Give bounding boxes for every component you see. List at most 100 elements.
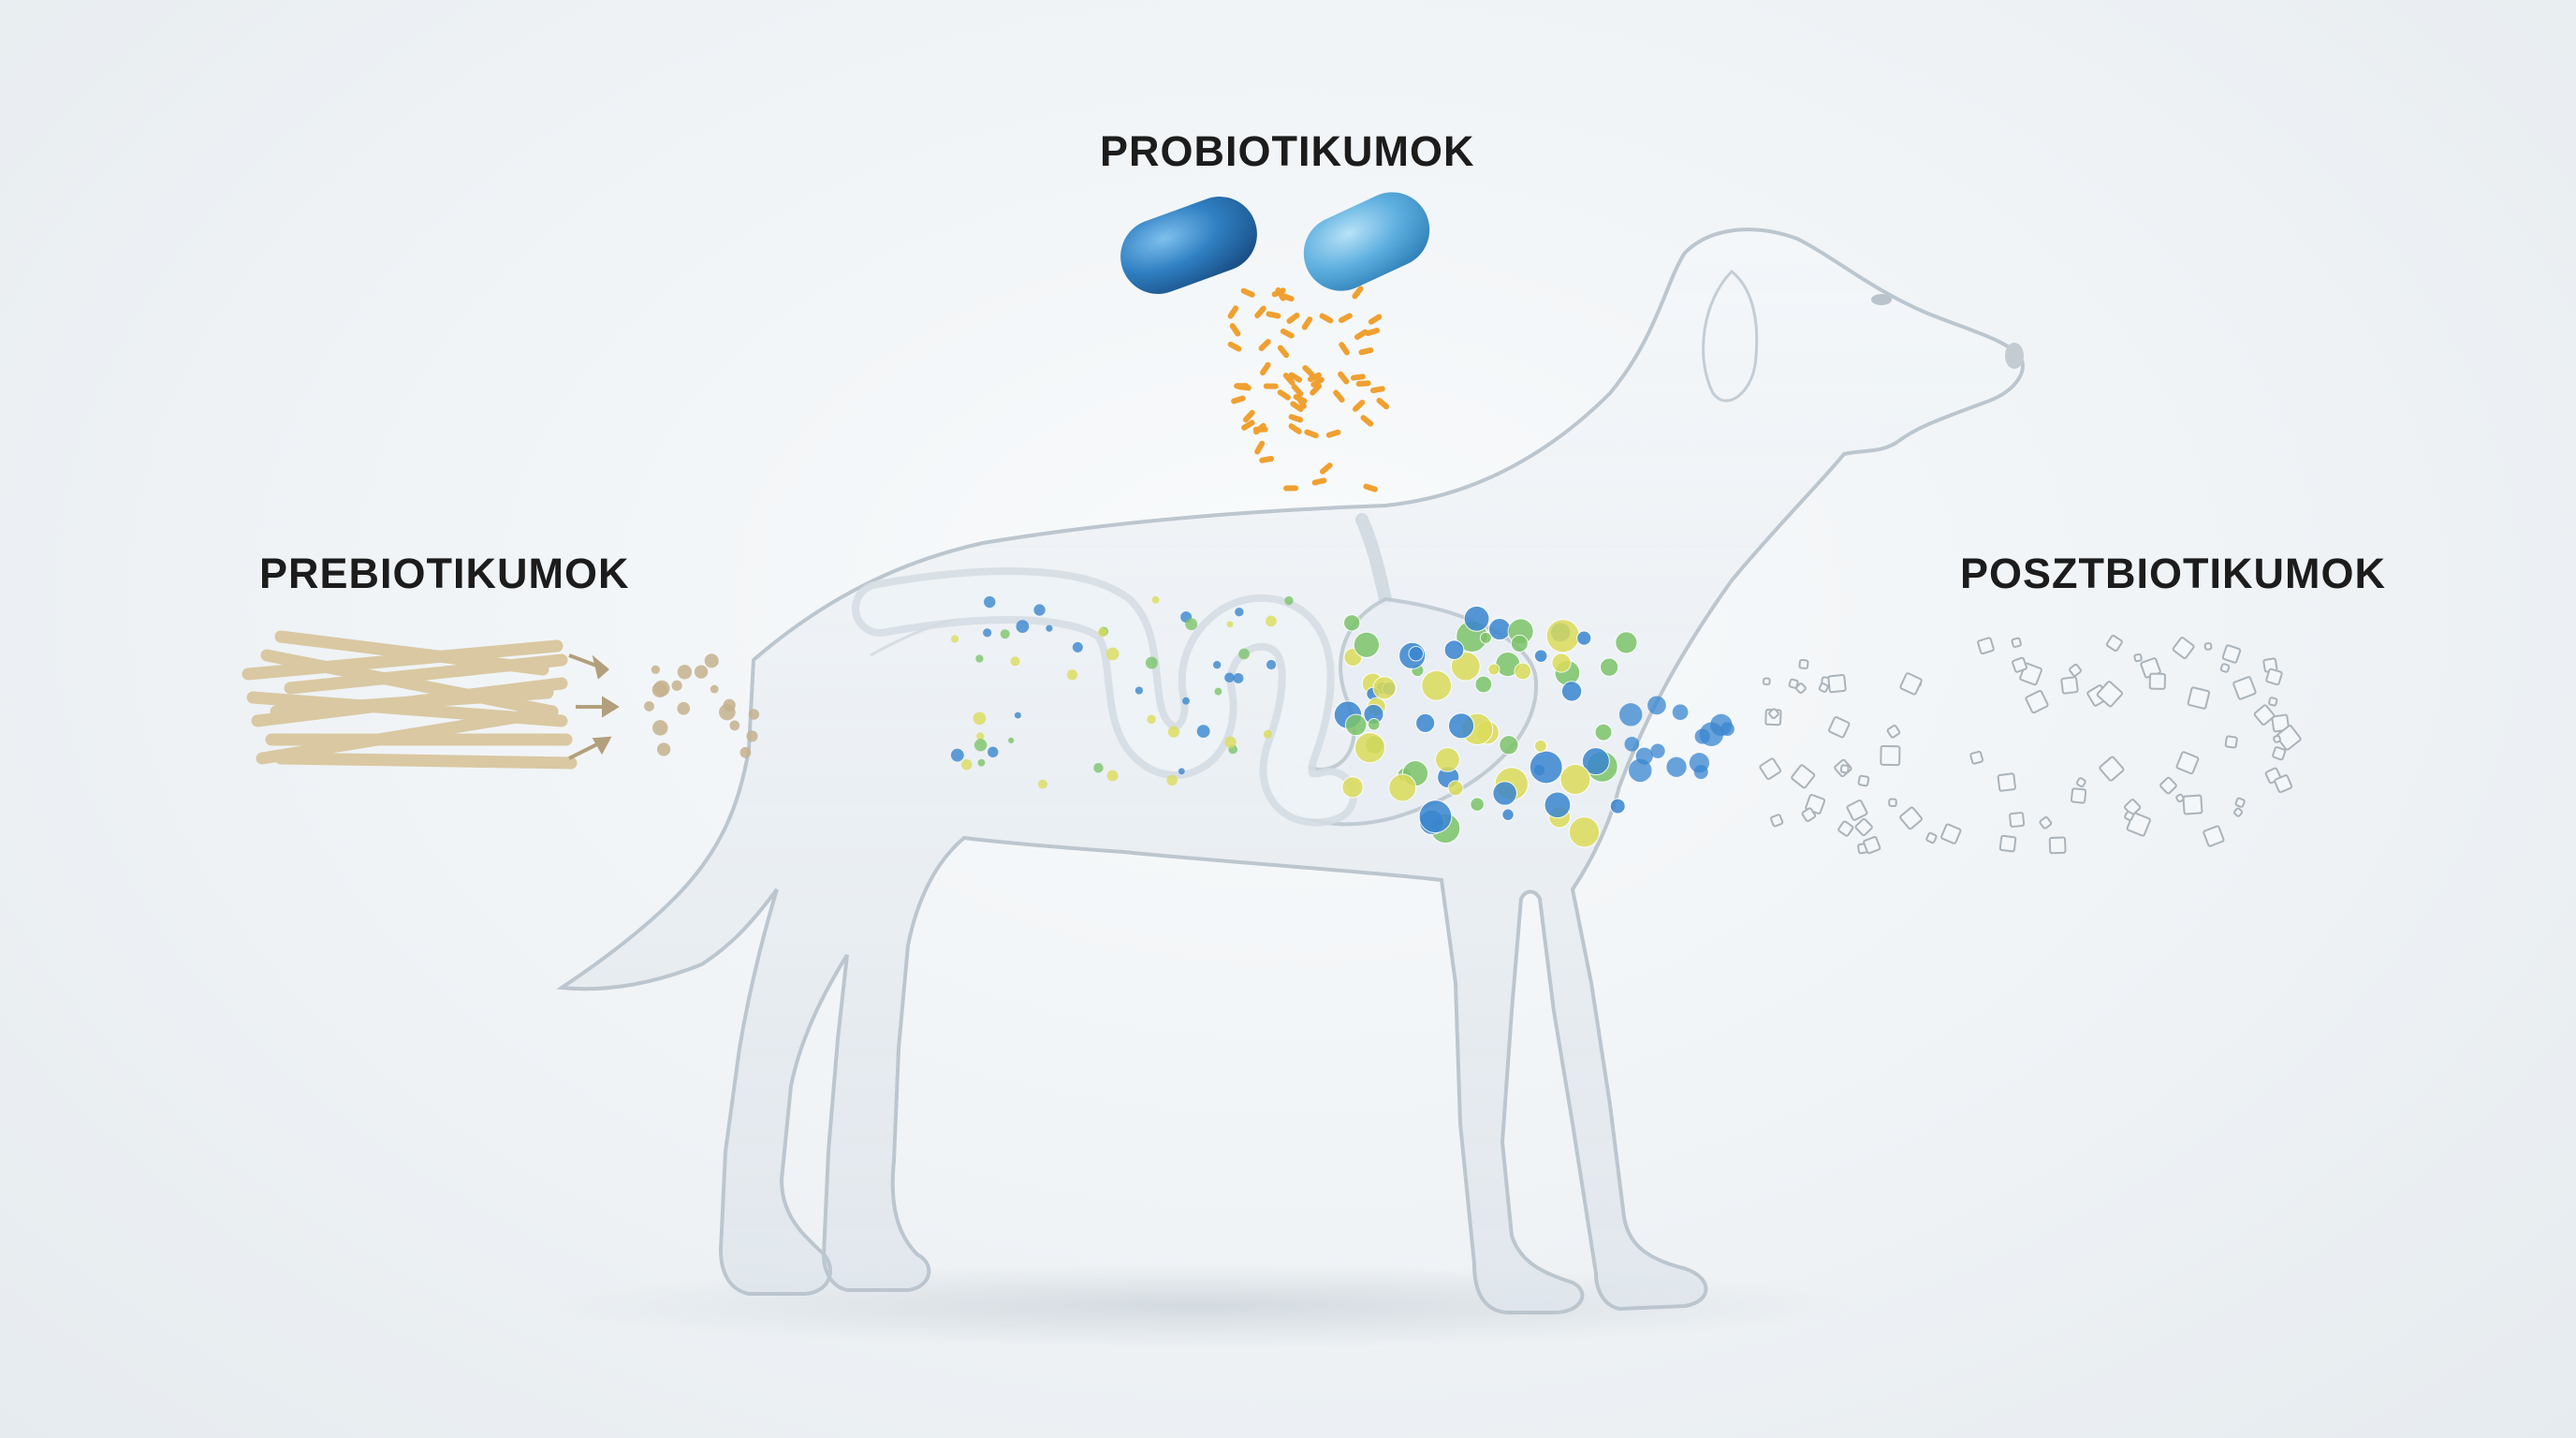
postbiotic-crystal [1770, 814, 1784, 828]
postbiotic-crystal [1798, 659, 1809, 669]
bacteria-rod [1242, 409, 1255, 423]
postbiotic-crystal [2009, 812, 2026, 829]
bacteria-rod [1301, 316, 1313, 330]
microbe [1629, 758, 1652, 783]
bacteria-rod [1282, 373, 1295, 386]
prebiotic-particle [671, 680, 682, 691]
dog-ear [1702, 269, 1759, 403]
bacteria-rod [1365, 328, 1381, 336]
bacteria-rod [1288, 423, 1302, 434]
postbiotic-crystal [2268, 697, 2278, 707]
postbiotic-crystal [2224, 735, 2238, 749]
gut-microbe [1098, 627, 1107, 638]
bacteria-rod [1360, 415, 1374, 427]
microbe [1492, 781, 1517, 806]
bacteria-rod [1369, 386, 1385, 394]
gut-microbe [1033, 604, 1046, 616]
postbiotic-crystal [2011, 637, 2022, 649]
gut-microbe [1263, 729, 1272, 739]
bacteria-rod [1302, 364, 1315, 378]
postbiotic-crystal [1791, 764, 1816, 789]
prebiotic-particle [644, 701, 654, 712]
microbe [1354, 732, 1386, 764]
postbiotic-crystal [1768, 708, 1779, 720]
postbiotic-crystal [1788, 678, 1799, 689]
bacteria-rod [1254, 305, 1266, 319]
microbe [1533, 739, 1548, 753]
gut-microbe [1212, 661, 1222, 669]
postbiotic-crystal [1795, 682, 1807, 695]
prebiotic-particle [739, 746, 752, 758]
postbiotic-crystal [2039, 815, 2053, 829]
postbiotic-crystal [1969, 750, 1984, 765]
bacteria-rod [1259, 455, 1275, 463]
microbe [1341, 776, 1364, 799]
bacteria-rod [1339, 342, 1350, 356]
gut-microbe [1000, 629, 1010, 639]
bacteria-rod [1319, 313, 1334, 324]
arrow-right-icon [568, 653, 620, 760]
gut-microbe [950, 635, 959, 643]
bacteria-rod [1290, 401, 1304, 413]
postbiotic-crystal [2203, 642, 2213, 651]
bacteria-rod [1280, 328, 1295, 339]
bacteria-rod [1310, 383, 1323, 396]
microbe [1689, 753, 1710, 773]
prebiotic-particle [652, 720, 668, 736]
bacteria-rod [1277, 345, 1290, 359]
microbe [1421, 669, 1453, 701]
postbiotic-crystal [1762, 677, 1771, 686]
capsule-half-right [1303, 192, 1430, 291]
prebiotic-particle [704, 653, 719, 668]
prebiotic-particle [677, 665, 693, 680]
microbe [1450, 651, 1481, 682]
particles-layer [644, 286, 2302, 855]
postbiotic-crystal [2105, 635, 2123, 653]
bacteria-rod [1288, 414, 1304, 423]
bacteria-rod [1325, 429, 1341, 438]
gut-microbe [984, 595, 996, 609]
bacteria-rod [1227, 305, 1239, 319]
postbiotic-crystal [2099, 756, 2125, 782]
microbe [1609, 798, 1626, 814]
gut-microbe [1145, 656, 1158, 669]
prebiotic-particle [748, 709, 760, 720]
postbiotic-crystal [1827, 673, 1847, 694]
postbiotic-crystal [2182, 794, 2203, 815]
gut-microbe [1038, 779, 1047, 789]
bacteria-rod [1376, 397, 1390, 410]
postbiotic-crystal [2276, 725, 2302, 751]
microbe [1510, 634, 1529, 653]
bacteria-rod [1227, 341, 1242, 352]
microbe [1544, 791, 1572, 819]
bacteria-rod [1254, 440, 1266, 455]
gut-microbe [1235, 608, 1244, 617]
gut-microbe [975, 654, 984, 663]
postbiotic-crystal [2172, 637, 2195, 660]
gut-microbe [973, 712, 987, 726]
microbe [1487, 663, 1500, 676]
gut-microbe [1214, 687, 1222, 696]
dog-eye [1871, 294, 1892, 305]
dog-nose [2005, 343, 2024, 369]
gut-microbe [1046, 624, 1053, 632]
gut-microbe [1066, 669, 1078, 681]
microbe [1499, 735, 1519, 756]
esophagus [1355, 513, 1392, 606]
postbiotic-crystal [2203, 825, 2225, 847]
microbe [1551, 653, 1572, 673]
gut-microbe [983, 628, 992, 638]
prebiotic-particle [651, 665, 661, 674]
postbiotic-crystal [1899, 672, 1923, 696]
bacteria-rod [1236, 384, 1251, 391]
postbiotic-crystal [1801, 807, 1817, 823]
postbiotic-crystal [2232, 807, 2244, 817]
gut-microbe [1196, 725, 1210, 739]
probiotics-label: PROBIOTIKUMOK [1100, 127, 1475, 175]
microbe [1415, 712, 1436, 733]
bacteria-rod [1353, 399, 1366, 412]
capsule-icon [1120, 192, 1430, 294]
bacteria-rod [1358, 347, 1374, 356]
gut-microbe [1093, 763, 1104, 773]
postbiotic-crystal [2070, 787, 2087, 804]
